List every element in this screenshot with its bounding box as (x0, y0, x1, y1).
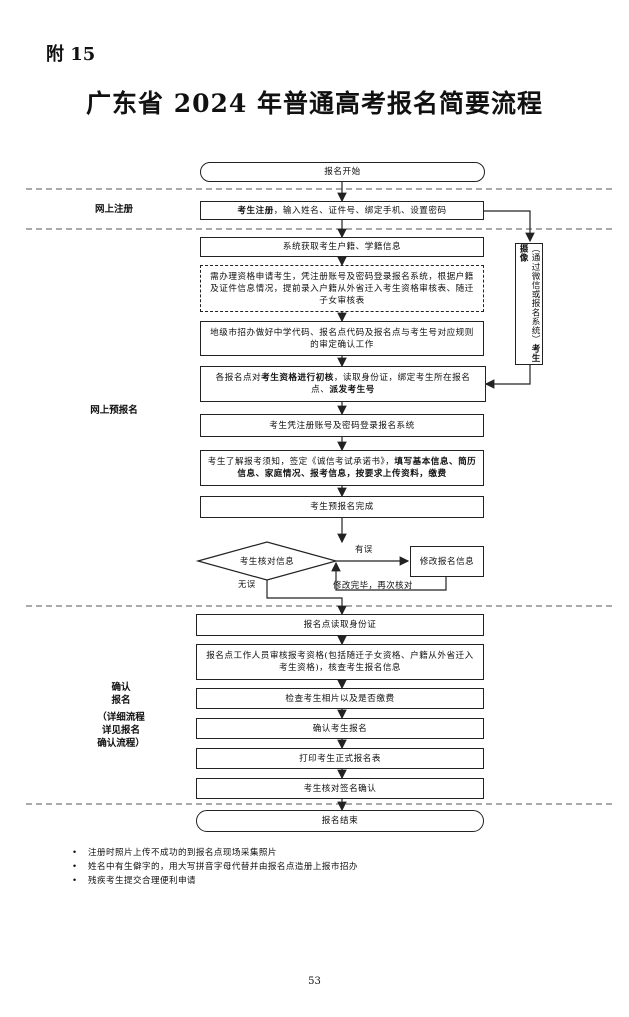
phase-confirm-line: 确认 (111, 682, 131, 693)
arrow-camera-verify (484, 365, 531, 389)
node-fill-info: 考生了解报考须知，签定《诚信考试承诺书》，填写基本信息、简历信息、家庭情况、报考… (200, 450, 484, 486)
page-number: 53 (308, 976, 321, 987)
phase-confirm-line: 报名 (111, 695, 131, 706)
phase-confirm: 确认 报名 （详细流程 详见报名 确认流程） (76, 681, 166, 750)
page-title: 广东省 2024 年普通高考报名简要流程 (86, 89, 543, 118)
arrow-register-camera (484, 210, 535, 243)
label-after-modify: 修改完毕，再次核对 (333, 580, 413, 590)
node-end: 报名结束 (196, 810, 484, 832)
node-check-photo: 检查考生相片以及是否缴费 (196, 688, 484, 709)
node-register: 考生注册，输入姓名、证件号、绑定手机、设置密码 (200, 201, 484, 220)
register-rest-text: ，输入姓名、证件号、绑定手机、设置密码 (273, 205, 447, 216)
fill-text-a: 考生了解报考须知，签定《诚信考试承诺书》， (207, 457, 395, 467)
verify-text-a: 各报名点对 (215, 373, 262, 383)
node-point-verify: 各报名点对考生资格进行初核，读取身份证，绑定考生所在报名点、派发考生号 (200, 366, 486, 402)
node-camera: （通过微信或报名系统）考生摄像 (515, 243, 543, 365)
node-check-info: 考生核对信息 (239, 557, 295, 567)
node-login-system: 考生凭注册账号及密码登录报名系统 (200, 414, 484, 437)
arrow-modify-back (331, 561, 447, 591)
node-sign-confirm: 考生核对签名确认 (196, 778, 484, 799)
label-no-error: 无误 (238, 579, 256, 589)
verify-text-c: ，读取身份证，绑定考生所在报名点、 (311, 373, 471, 395)
register-bold-text: 考生注册 (237, 205, 274, 216)
node-start: 报名开始 (200, 162, 485, 182)
appendix-label: 附 15 (46, 44, 96, 65)
node-special-apply: 需办理资格申请考生，凭注册账号及密码登录报名系统，根据户籍及证件信息情况，提前录… (200, 265, 484, 312)
phase-confirm-line: 确认流程） (97, 738, 145, 749)
phase-confirm-line: 详见报名 (101, 725, 140, 736)
node-confirm-signup: 确认考生报名 (196, 718, 484, 739)
note-item: 残疾考生提交合理便利申请 (72, 874, 358, 888)
camera-text-b: 考生摄像 (518, 244, 540, 363)
node-fetch-info: 系统获取考生户籍、学籍信息 (200, 237, 484, 257)
phase-confirm-line: （详细流程 (97, 712, 145, 723)
label-has-error: 有误 (355, 544, 373, 554)
node-staff-review: 报名点工作人员审核报考资格(包括随迁子女资格、户籍从外省迁入考生资格)，核查考生… (196, 644, 484, 680)
node-code-preparation: 地级市招办做好中学代码、报名点代码及报名点与考生号对应规则的审定确认工作 (200, 321, 484, 356)
phase-online-register: 网上注册 (94, 204, 133, 215)
node-read-id: 报名点读取身份证 (196, 614, 484, 636)
node-print-form: 打印考生正式报名表 (196, 748, 484, 769)
verify-text-d: 派发考生号 (329, 385, 375, 395)
node-pre-complete: 考生预报名完成 (200, 496, 484, 518)
phase-online-pre: 网上预报名 (90, 405, 138, 416)
notes-list: 注册时照片上传不成功的到报名点现场采集照片 姓名中有生僻字的，用大写拼音字母代替… (72, 846, 358, 888)
arrow-check-readid (266, 580, 347, 616)
note-item: 注册时照片上传不成功的到报名点现场采集照片 (72, 846, 358, 860)
note-item: 姓名中有生僻字的，用大写拼音字母代替并由报名点造册上报市招办 (72, 860, 358, 874)
fill-text-b: 填写基本信息、简历信息、家庭情况、报考信息，按要求上传资料，缴费 (237, 457, 477, 479)
node-modify-info: 修改报名信息 (410, 546, 484, 577)
camera-text-a: （通过微信或报名系统） (530, 244, 540, 345)
verify-text-b: 考生资格进行初核 (261, 373, 334, 383)
